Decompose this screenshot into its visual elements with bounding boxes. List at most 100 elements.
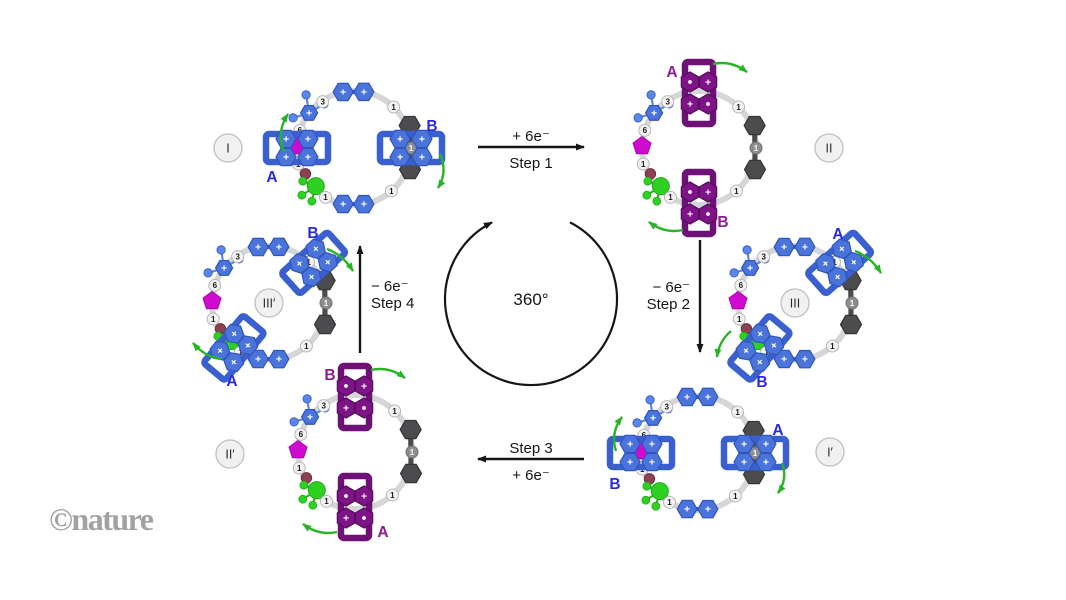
rotation-arrow <box>192 342 222 361</box>
plus-charge-symbol: + <box>283 152 289 164</box>
green-ball <box>643 176 653 186</box>
track-bead <box>749 141 763 155</box>
station-hexagon <box>794 349 816 369</box>
plus-charge-symbol: + <box>741 457 747 469</box>
plus-charge-symbol: + <box>705 391 711 403</box>
green-stopper <box>298 480 326 510</box>
station-hexagon <box>773 237 795 257</box>
plus-charge-symbol: + <box>419 152 425 164</box>
radical-symbol <box>344 384 348 388</box>
ring-hexagon <box>815 253 836 274</box>
ring-label-b: B <box>609 476 620 493</box>
plus-charge-symbol: + <box>276 241 282 253</box>
station-hexagon <box>268 349 290 369</box>
track-number-label: 1 <box>734 187 739 196</box>
radical-symbol <box>688 80 692 84</box>
macrocycle-ring-b: ++++ <box>376 129 446 167</box>
step-3-label-bottom: + 6e⁻ <box>512 467 550 484</box>
state-badge-ii: II <box>814 133 844 163</box>
station-hexagon <box>300 408 320 425</box>
ring-hexagon <box>763 335 785 356</box>
track-number-label: 1 <box>668 193 673 202</box>
track-number-label: 1 <box>737 315 742 324</box>
track-bead <box>384 184 398 198</box>
macrocycle-ring-a: ++++ <box>720 434 790 472</box>
station-hexagon <box>697 387 719 407</box>
rotation-arrow <box>712 61 748 73</box>
track-bead <box>845 296 859 310</box>
station-hexagon <box>247 349 269 369</box>
step-2-label-top: − 6e⁻ <box>652 279 690 296</box>
track-number-label: 3 <box>664 402 669 411</box>
track-bead <box>385 488 399 502</box>
state-badge-label: I′ <box>827 446 833 460</box>
step-1-label-top: + 6e⁻ <box>512 128 550 145</box>
ring-hexagon <box>641 452 663 472</box>
green-ball <box>299 480 309 490</box>
ring-hexagon <box>223 323 245 344</box>
plus-charge-symbol: + <box>397 134 403 146</box>
ring-label-b: B <box>426 118 437 135</box>
ring-hexagon <box>301 266 322 288</box>
track-bead <box>319 296 333 310</box>
green-ball-large <box>650 482 669 501</box>
branch-ball <box>646 90 656 100</box>
plus-charge-symbol: + <box>781 353 787 365</box>
plus-charge-symbol: + <box>307 411 313 423</box>
ring-hexagon <box>733 452 755 472</box>
plus-charge-symbol: + <box>705 504 711 516</box>
cycle-arrow <box>443 221 619 387</box>
ring-label-b: B <box>756 374 767 391</box>
ring-label-a: A <box>226 373 237 390</box>
ring-label-a: A <box>377 524 388 541</box>
macrocycle-ring-a: ++ <box>336 472 374 542</box>
track-number-label: 1 <box>391 103 396 112</box>
track-number-label: 6 <box>642 431 647 440</box>
plus-charge-symbol: + <box>305 134 311 146</box>
plus-charge-symbol: + <box>802 354 808 366</box>
station-hexagon <box>743 159 767 180</box>
radical-symbol <box>688 190 692 194</box>
viologen-station-top: ++ <box>247 237 290 257</box>
step-1-label-bottom: Step 1 <box>509 155 552 172</box>
track-bead <box>664 190 677 204</box>
state-badge-i: I <box>213 133 243 163</box>
track-number-label: 1 <box>832 258 837 267</box>
plus-charge-symbol: + <box>650 412 656 424</box>
station-hexagon <box>399 463 423 484</box>
green-stopper <box>641 481 669 511</box>
green-ball <box>298 176 308 186</box>
ring-hexagon <box>317 251 338 273</box>
radical-symbol <box>344 494 348 498</box>
step-3-arrow-group: Step 3+ 6e⁻ <box>477 440 584 484</box>
rotation-arrow <box>612 416 623 452</box>
station-hexagon <box>353 194 375 214</box>
rotation-arrow <box>302 523 338 535</box>
ring-hexagon <box>354 375 374 397</box>
track-number-label: 1 <box>306 258 311 267</box>
station-hexagon <box>839 314 863 335</box>
macrocycle-ring-a: ++ <box>680 58 718 128</box>
station-hexagon <box>697 499 719 519</box>
branch-ball <box>302 394 312 404</box>
state-badge-iii: III <box>780 288 810 318</box>
station-hexagon <box>676 387 698 407</box>
plus-charge-symbol: + <box>684 503 690 515</box>
branch-ball <box>216 245 226 255</box>
track-number-label: 1 <box>754 144 759 153</box>
ring-hexagon <box>827 266 848 288</box>
track-bead <box>231 250 245 264</box>
plus-charge-symbol: + <box>684 391 690 403</box>
ring-hexagon <box>411 129 433 149</box>
track-bead <box>388 404 402 418</box>
track-number-label: 1 <box>211 315 216 324</box>
track-bead <box>734 278 748 292</box>
branch-ball <box>633 113 643 123</box>
rotation-arrow <box>648 221 684 233</box>
ring-hexagon <box>237 335 259 356</box>
